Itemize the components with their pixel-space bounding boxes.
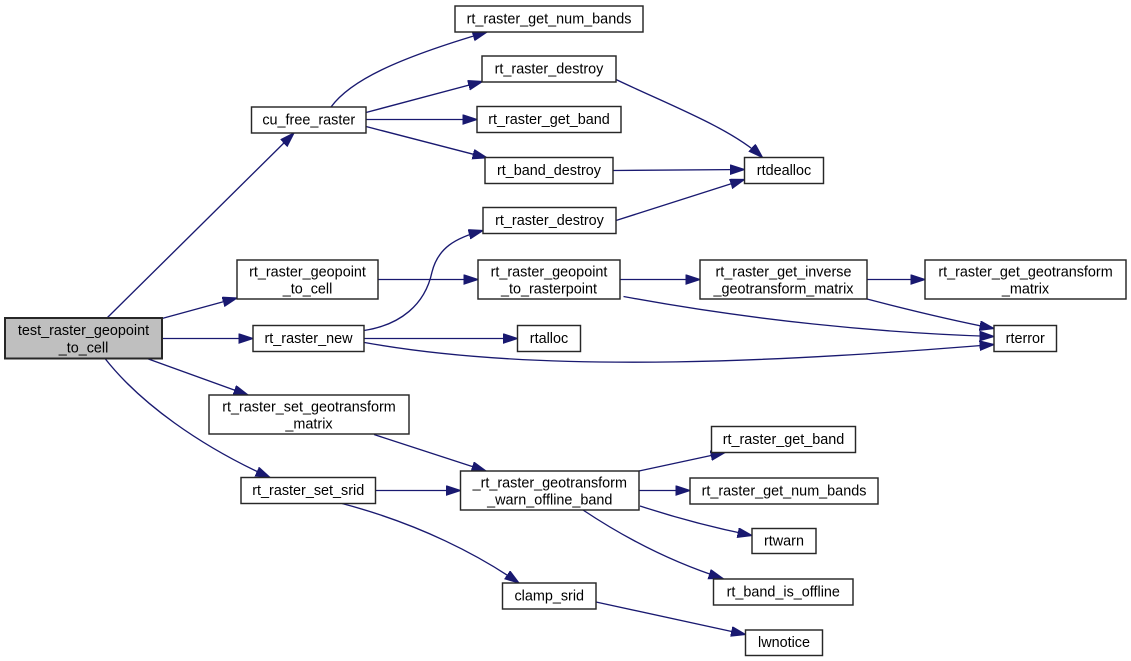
svg-text:rt_raster_destroy: rt_raster_destroy [495,61,605,77]
svg-text:lwnotice: lwnotice [758,635,810,651]
svg-text:rtwarn: rtwarn [764,533,804,549]
svg-text:rt_raster_geopoint: rt_raster_geopoint [491,264,608,280]
svg-text:rt_raster_get_num_bands: rt_raster_get_num_bands [702,483,867,499]
svg-text:_to_cell: _to_cell [58,340,109,356]
svg-text:rt_band_is_offline: rt_band_is_offline [727,584,840,600]
svg-text:test_raster_geopoint: test_raster_geopoint [18,323,149,339]
svg-text:rtdealloc: rtdealloc [757,163,811,179]
svg-text:rt_raster_get_inverse: rt_raster_get_inverse [716,264,852,280]
svg-text:cu_free_raster: cu_free_raster [262,112,355,128]
svg-text:rt_band_destroy: rt_band_destroy [497,163,602,179]
svg-text:rt_raster_new: rt_raster_new [265,331,354,347]
svg-text:rt_raster_get_num_bands: rt_raster_get_num_bands [467,11,632,27]
svg-text:_rt_raster_geotransform: _rt_raster_geotransform [472,475,627,491]
svg-text:_matrix: _matrix [284,417,333,433]
svg-text:rtalloc: rtalloc [530,331,568,347]
svg-text:rt_raster_get_geotransform: rt_raster_get_geotransform [938,264,1112,280]
svg-text:rt_raster_set_geotransform: rt_raster_set_geotransform [222,399,396,415]
svg-text:_to_rasterpoint: _to_rasterpoint [500,282,597,298]
svg-text:clamp_srid: clamp_srid [514,588,584,604]
svg-text:_warn_offline_band: _warn_offline_band [486,493,612,509]
svg-text:rt_raster_geopoint: rt_raster_geopoint [249,264,366,280]
svg-text:_matrix: _matrix [1001,282,1050,298]
svg-text:rterror: rterror [1006,331,1045,347]
svg-text:rt_raster_destroy: rt_raster_destroy [495,213,605,229]
svg-text:_to_cell: _to_cell [282,282,333,298]
svg-text:rt_raster_get_band: rt_raster_get_band [723,432,845,448]
svg-text:rt_raster_get_band: rt_raster_get_band [488,112,610,128]
svg-text:_geotransform_matrix: _geotransform_matrix [713,282,855,298]
svg-text:rt_raster_set_srid: rt_raster_set_srid [252,483,364,499]
